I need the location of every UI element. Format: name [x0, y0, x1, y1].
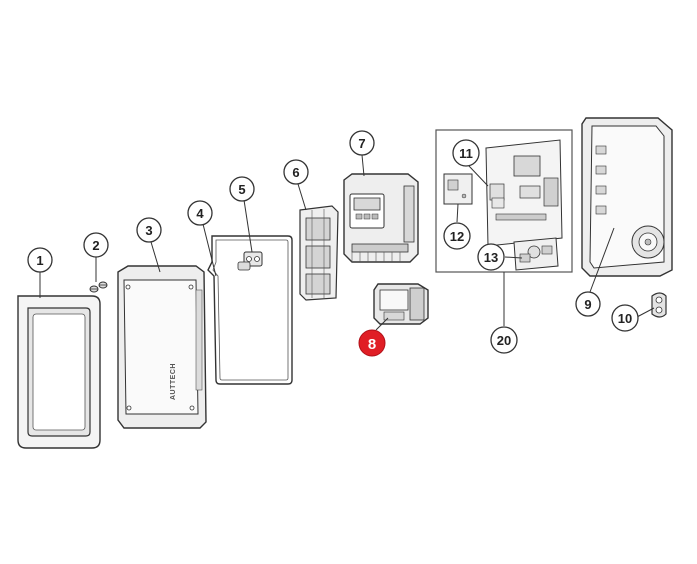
- part-4-gasket[interactable]: [207, 235, 293, 385]
- callout-10-label: 10: [618, 311, 632, 326]
- callout-1-label: 1: [36, 253, 43, 268]
- callout-5: 5: [229, 176, 255, 202]
- part-5-grommet[interactable]: [237, 251, 263, 271]
- callout-10: 10: [611, 304, 639, 332]
- callout-11: 11: [452, 139, 480, 167]
- callout-20: 20: [490, 326, 518, 354]
- callout-7: 7: [349, 130, 375, 156]
- part-2-screws[interactable]: [89, 281, 108, 293]
- part-6-terminal-bracket[interactable]: [299, 205, 339, 301]
- callout-8-label: 8: [368, 336, 376, 353]
- part-7-control-module[interactable]: [343, 173, 419, 263]
- callout-4: 4: [187, 200, 213, 226]
- leader-lines: [39, 154, 655, 331]
- part-1-front-frame[interactable]: [17, 295, 101, 449]
- callout-1: 1: [27, 247, 53, 273]
- callout-6: 6: [283, 159, 309, 185]
- callout-11-label: 11: [459, 146, 473, 161]
- callout-4-label: 4: [196, 206, 204, 221]
- callout-13-label: 13: [484, 250, 498, 265]
- callout-5-label: 5: [238, 182, 245, 197]
- callout-12-label: 12: [450, 229, 464, 244]
- callout-8-highlighted[interactable]: 8: [358, 329, 386, 357]
- callout-9: 9: [575, 291, 601, 317]
- callout-3-label: 3: [145, 223, 152, 238]
- part-20-pcb-assembly[interactable]: [435, 129, 573, 273]
- callout-3: 3: [136, 217, 162, 243]
- callout-6-label: 6: [292, 165, 299, 180]
- callout-7-label: 7: [358, 136, 365, 151]
- callout-2-label: 2: [92, 238, 99, 253]
- callout-9-label: 9: [584, 297, 591, 312]
- callout-20-label: 20: [497, 333, 511, 348]
- part-10-bracket[interactable]: [651, 292, 667, 318]
- part-3-cover[interactable]: AUTTECH: [117, 265, 207, 429]
- brand-text: AUTTECH: [170, 363, 177, 400]
- part-8-receiver-module[interactable]: [373, 283, 429, 325]
- callout-13: 13: [477, 243, 505, 271]
- callout-12: 12: [443, 222, 471, 250]
- callout-2: 2: [83, 232, 109, 258]
- part-9-rear-housing[interactable]: [581, 117, 673, 277]
